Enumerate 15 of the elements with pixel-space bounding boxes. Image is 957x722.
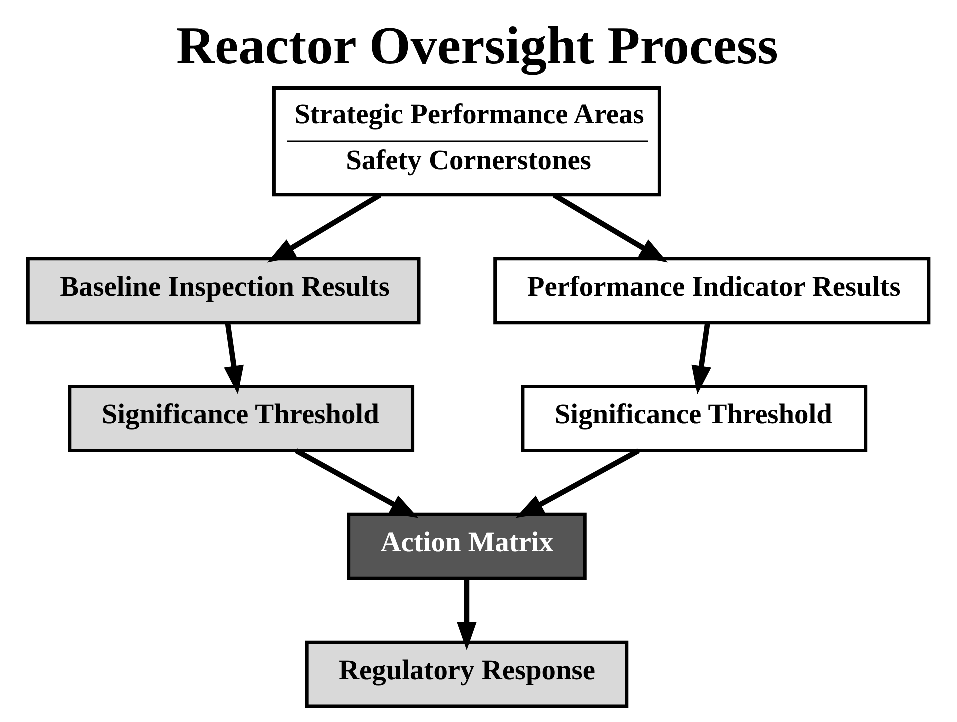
arrow — [692, 322, 712, 395]
node-box: Action Matrix — [347, 512, 587, 580]
arrow — [552, 192, 668, 263]
node-box: Baseline Inspection Results — [26, 257, 421, 325]
node-box: Performance Indicator Results — [494, 257, 931, 325]
node-box: Significance Threshold — [68, 384, 415, 452]
node-box: Regulatory Response — [305, 640, 629, 708]
arrow — [224, 322, 244, 395]
arrow — [516, 448, 640, 518]
node-box: Strategic Performance Areas Safety Cornerstones — [272, 86, 662, 197]
arrow — [267, 192, 382, 263]
node-box: Significance Threshold — [521, 384, 868, 452]
arrow — [456, 579, 477, 650]
arrow — [295, 448, 419, 518]
diagram-title: Reactor Oversight Process — [176, 16, 778, 76]
